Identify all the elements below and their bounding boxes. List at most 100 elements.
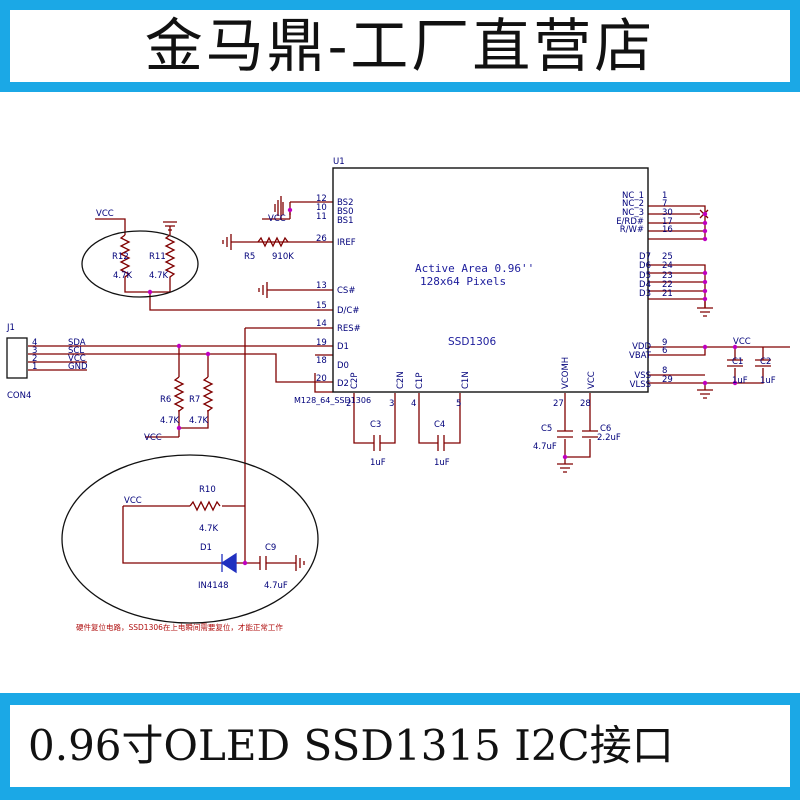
r12-ref: R12 [112,252,129,262]
c4-ref: C4 [434,420,445,430]
junctions [147,207,738,566]
vcc-net-label: VCC [96,209,114,219]
pin-name: RES# [337,324,361,334]
pin-num: 13 [316,281,327,291]
schematic-diagram: U1 SSD1306 M128_64_SSD1306 Active Area 0… [6,157,790,632]
pin-name: D1 [337,342,349,352]
connector-pin-num: 2 [32,354,37,364]
c5-symbol [557,430,573,438]
connector-pin-num: 4 [32,338,37,348]
pin-name: VLSS [630,380,651,390]
pin-num: 5 [456,399,461,409]
c9-value: 4.7uF [264,581,288,591]
pin-name: NC_1 [622,191,644,201]
c5-value: 4.7uF [533,442,557,452]
ic-name-label: SSD1306 [448,336,496,348]
pin-name: D0 [337,361,349,371]
c2-value: 1uF [760,376,776,386]
pin-name: D5 [639,271,651,281]
pin-name: BS2 [337,198,354,208]
connector-name: CON4 [7,391,31,401]
pin-num: 29 [662,375,673,385]
footer-panel: 0.96寸OLED SSD1315 I2C接口 [10,705,790,787]
r6-symbol [173,376,185,413]
pin-name: C2P [350,373,360,389]
c1-ref: C1 [732,357,743,367]
c2-ref: C2 [760,357,771,367]
pin-num: 22 [662,280,673,290]
pin-num: 4 [411,399,416,409]
r11-value: 4.7K [149,271,169,281]
pin-num: 14 [316,319,327,329]
c2-symbol [755,359,771,367]
ic-ref-label: U1 [333,157,345,167]
c6-value: 2.2uF [597,433,621,443]
c5-ref: C5 [541,424,552,434]
c9-ref: C9 [265,543,276,553]
r12-symbol [119,234,131,284]
shop-title: 金马鼎-工厂直营店 [144,12,656,80]
r7-ref: R7 [189,395,200,405]
c4-value: 1uF [434,458,450,468]
pin-num: 15 [316,301,327,311]
r10-value: 4.7K [199,524,219,534]
pin-num: 21 [662,289,673,299]
d1-diode-symbol [220,552,237,574]
pin-name: D6 [639,261,651,271]
r5-ref: R5 [244,252,255,262]
r11-symbol [164,234,176,284]
pin-name: VCC [587,371,597,389]
pin-num: 8 [662,366,667,376]
wires [28,201,790,564]
c1-value: 1uF [732,376,748,386]
pin-name: C1P [415,373,425,389]
pin-name: E/RD# [616,217,644,227]
pin-name: NC_3 [622,208,644,218]
pin-num: 12 [316,194,327,204]
pin-num: 18 [316,356,327,366]
r7-symbol [202,376,214,413]
connector-net: VCC [68,354,86,364]
r6-value: 4.7K [160,416,180,426]
pin-num: 17 [662,217,673,227]
connector-net: GND [68,362,88,372]
vcc-net-label: VCC [144,433,162,443]
pin-num: 28 [580,399,591,409]
header-panel: 金马鼎-工厂直营店 [10,10,790,82]
r11-ref: R11 [149,252,166,262]
pin-num: 10 [316,203,327,213]
pin-num: 24 [662,261,673,271]
r10-symbol [189,500,221,512]
pin-name: R/W# [620,225,644,235]
reset-circuit-note: 硬件复位电路，SSD1306在上电瞬间需要复位，才能正常工作 [76,622,283,632]
pin-num: 9 [662,338,667,348]
pin-name: CS# [337,286,355,296]
vcc-net-label: VCC [124,496,142,506]
c4-symbol [434,435,448,451]
pin-name: VCOMH [561,357,571,389]
pin-num: 25 [662,252,673,262]
r10-ref: R10 [199,485,216,495]
pin-num: 26 [316,234,327,244]
pin-name: VBAT [629,351,652,361]
c3-value: 1uF [370,458,386,468]
pin-num: 6 [662,346,667,356]
pin-name: D3 [639,289,651,299]
pin-name: NC_2 [622,199,644,209]
pin-name: D7 [639,252,651,262]
ground-symbols [163,196,713,571]
r6-ref: R6 [160,395,171,405]
r7-value: 4.7K [189,416,209,426]
pin-name: D/C# [337,306,359,316]
r5-symbol [257,236,289,248]
ic-footprint-label: M128_64_SSD1306 [294,396,371,405]
product-subtitle: 0.96寸OLED SSD1315 I2C接口 [28,721,674,770]
pin-num: 16 [662,225,673,235]
r12-value: 4.7K [113,271,133,281]
pin-name: BS0 [337,207,354,217]
pin-num: 23 [662,271,673,281]
vcc-net-label: VCC [733,337,751,347]
d1-value: IN4148 [198,581,229,591]
active-area-label: Active Area 0.96'' [415,262,534,275]
pullup-highlight-ellipse [81,230,199,298]
